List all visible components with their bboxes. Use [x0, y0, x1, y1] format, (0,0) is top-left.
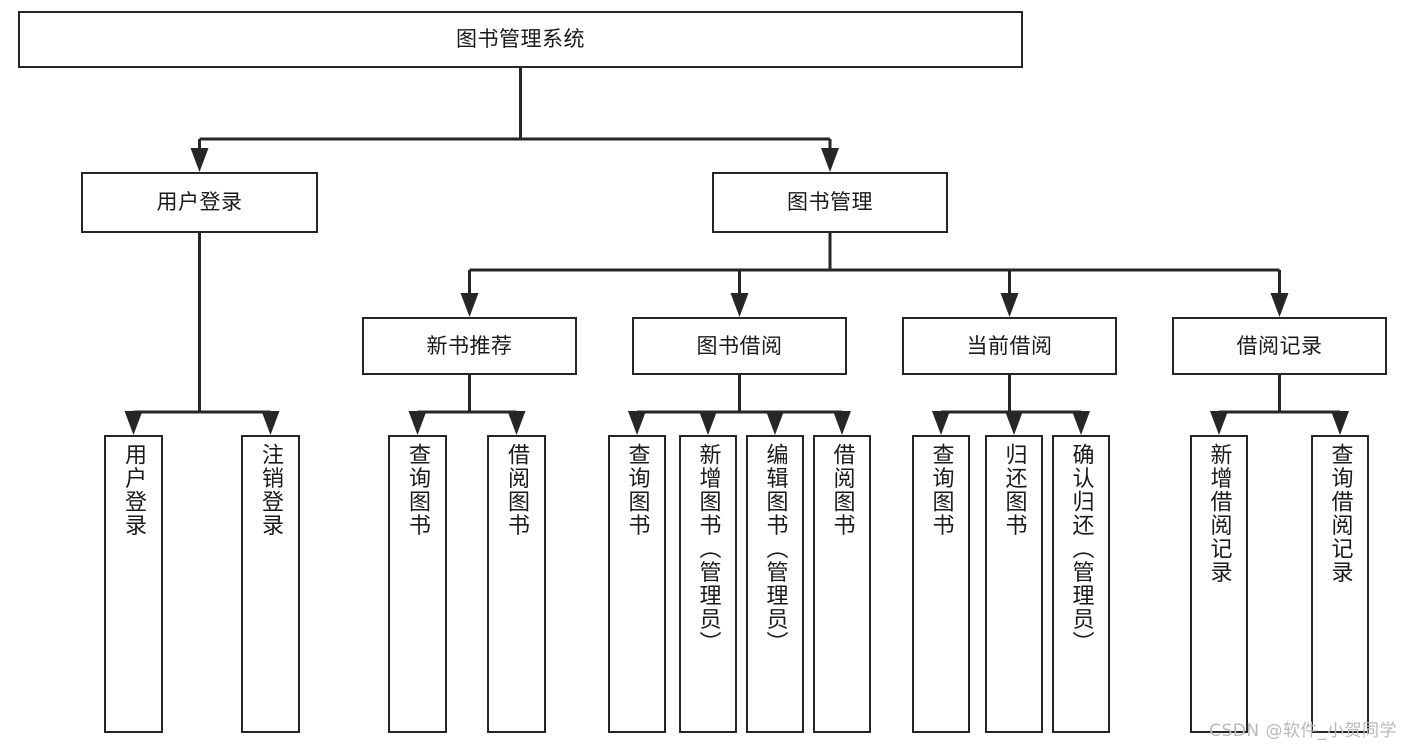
node-label: 用户登录: [156, 190, 243, 215]
edge-arrowhead: [124, 411, 143, 435]
node-leaf_11[interactable]: 新增借阅记录: [1190, 435, 1248, 733]
node-label: 当前借阅: [966, 333, 1053, 358]
node-l3_1[interactable]: 图书借阅: [632, 317, 847, 375]
edge-arrowhead: [460, 293, 479, 317]
node-l3_0[interactable]: 新书推荐: [362, 317, 577, 375]
edge-arrowhead: [1000, 293, 1019, 317]
edge-arrowhead: [1270, 293, 1289, 317]
node-label: 查询图书: [405, 443, 431, 537]
node-label: 借阅图书: [504, 443, 530, 537]
edge-arrowhead: [408, 411, 427, 435]
node-leaf_1[interactable]: 注销登录: [241, 435, 300, 733]
edge-arrowhead: [821, 148, 839, 172]
edge-arrowhead: [1005, 411, 1023, 435]
node-label: 编辑图书（管理员）: [762, 443, 788, 655]
node-label: 新书推荐: [426, 333, 513, 358]
node-leaf_12[interactable]: 查询借阅记录: [1311, 435, 1369, 733]
edge-arrowhead: [1072, 411, 1090, 435]
edge-arrowhead: [190, 148, 209, 172]
node-label: 借阅图书: [829, 443, 855, 537]
watermark-label: CSDN @软件_小贺同学: [1209, 721, 1397, 741]
node-leaf_4[interactable]: 查询图书: [608, 435, 666, 733]
node-root[interactable]: 图书管理系统: [18, 11, 1023, 68]
node-label: 查询图书: [928, 443, 954, 537]
edge-arrowhead: [261, 411, 280, 435]
node-leaf_3[interactable]: 借阅图书: [487, 435, 546, 733]
edge-arrowhead: [766, 411, 784, 435]
node-l2_0[interactable]: 用户登录: [81, 172, 318, 233]
node-label: 借阅记录: [1236, 333, 1323, 358]
node-leaf_10[interactable]: 确认归还（管理员）: [1052, 435, 1110, 733]
node-label: 用户登录: [121, 443, 147, 537]
node-leaf_5[interactable]: 新增图书（管理员）: [679, 435, 737, 733]
node-leaf_0[interactable]: 用户登录: [104, 435, 163, 733]
edge-arrowhead: [1210, 411, 1228, 435]
node-label: 新增借阅记录: [1206, 443, 1232, 584]
node-label: 图书管理: [787, 190, 873, 215]
edge-arrowhead: [730, 293, 749, 317]
node-label: 图书管理系统: [456, 27, 585, 52]
edge-arrowhead: [1331, 411, 1349, 435]
edge-arrowhead: [833, 411, 851, 435]
node-label: 查询借阅记录: [1327, 443, 1353, 584]
node-l3_3[interactable]: 借阅记录: [1172, 317, 1387, 375]
node-leaf_9[interactable]: 归还图书: [985, 435, 1043, 733]
edge-arrowhead: [932, 411, 950, 435]
node-leaf_7[interactable]: 借阅图书: [813, 435, 871, 733]
node-label: 查询图书: [624, 443, 650, 537]
node-leaf_6[interactable]: 编辑图书（管理员）: [746, 435, 804, 733]
node-label: 确认归还（管理员）: [1068, 443, 1094, 655]
node-l2_1[interactable]: 图书管理: [712, 172, 948, 233]
node-leaf_2[interactable]: 查询图书: [388, 435, 447, 733]
edge-arrowhead: [507, 411, 526, 435]
node-label: 新增图书（管理员）: [695, 443, 721, 655]
node-label: 归还图书: [1001, 443, 1027, 537]
node-label: 注销登录: [258, 443, 284, 537]
node-leaf_8[interactable]: 查询图书: [912, 435, 970, 733]
node-l3_2[interactable]: 当前借阅: [902, 317, 1117, 375]
edge-arrowhead: [699, 411, 717, 435]
edge-arrowhead: [628, 411, 646, 435]
node-label: 图书借阅: [696, 333, 783, 358]
